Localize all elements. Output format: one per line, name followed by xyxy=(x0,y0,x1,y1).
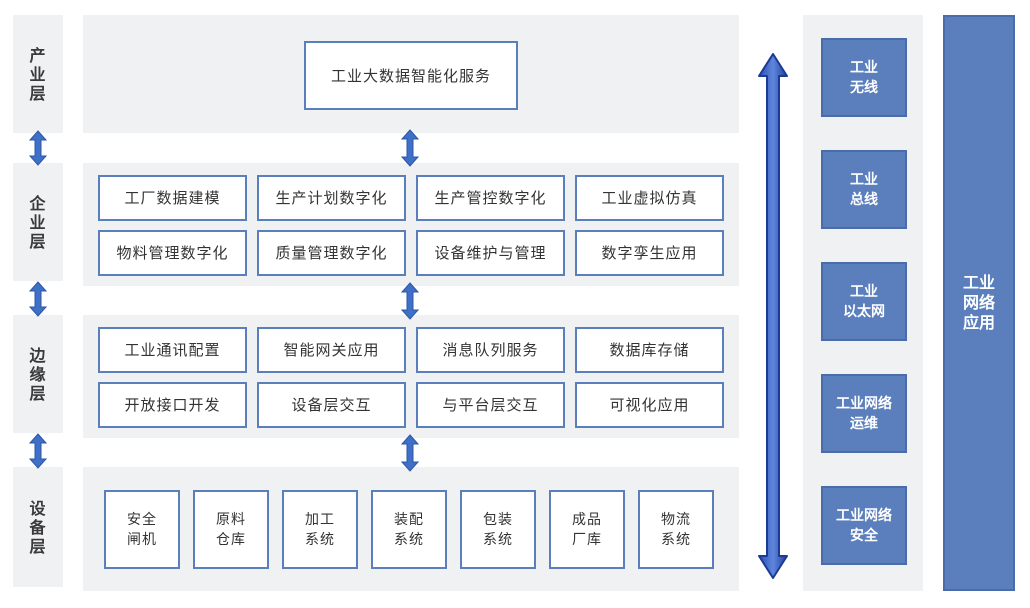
edge-item-label: 消息队列服务 xyxy=(442,341,539,359)
device-item: 加工 系统 xyxy=(282,490,358,569)
enterprise-item: 质量管理数字化 xyxy=(257,230,406,276)
device-item: 成品 厂库 xyxy=(549,490,625,569)
device-item: 原料 仓库 xyxy=(193,490,269,569)
enterprise-item-label: 工厂数据建模 xyxy=(124,189,221,207)
network-item-label: 工业 以太网 xyxy=(843,283,885,320)
layer-arrow-icon xyxy=(28,130,48,166)
enterprise-item: 物料管理数字化 xyxy=(98,230,247,276)
enterprise-item-label: 生产管控数字化 xyxy=(434,189,547,207)
edge-item: 与平台层交互 xyxy=(416,382,565,428)
device-item: 安全 闸机 xyxy=(104,490,180,569)
enterprise-item: 设备维护与管理 xyxy=(416,230,565,276)
device-item-label: 成品 厂库 xyxy=(572,511,602,548)
enterprise-item: 生产管控数字化 xyxy=(416,175,565,221)
edge-item-label: 可视化应用 xyxy=(609,396,690,414)
device-item: 包装 系统 xyxy=(460,490,536,569)
enterprise-item: 生产计划数字化 xyxy=(257,175,406,221)
layer-label-text: 边 缘 层 xyxy=(29,345,47,403)
edge-item: 消息队列服务 xyxy=(416,327,565,373)
network-item: 工业 总线 xyxy=(821,150,907,229)
enterprise-item-label: 物料管理数字化 xyxy=(116,244,229,262)
device-item-label: 物流 系统 xyxy=(661,511,691,548)
edge-item: 智能网关应用 xyxy=(257,327,406,373)
network-item: 工业网络 运维 xyxy=(821,374,907,453)
device-item-label: 原料 仓库 xyxy=(216,511,246,548)
device-item: 物流 系统 xyxy=(638,490,714,569)
network-application-column: 工业 网络 应用 xyxy=(943,15,1015,591)
layer-label-text: 设 备 层 xyxy=(29,498,47,556)
network-application-label: 工业 网络 应用 xyxy=(962,273,995,332)
edge-item: 数据库存储 xyxy=(575,327,724,373)
layer-label-text: 产 业 层 xyxy=(29,45,47,103)
band-arrow-icon xyxy=(400,129,420,167)
device-item-label: 加工 系统 xyxy=(305,511,335,548)
layer-label-edge: 边 缘 层 xyxy=(13,315,63,433)
network-item-label: 工业 无线 xyxy=(850,59,878,96)
edge-item-label: 智能网关应用 xyxy=(283,341,380,359)
edge-item: 设备层交互 xyxy=(257,382,406,428)
device-item: 装配 系统 xyxy=(371,490,447,569)
service-label: 工业大数据智能化服务 xyxy=(330,66,491,85)
network-item-label: 工业网络 安全 xyxy=(836,507,892,544)
layer-label-enterprise: 企 业 层 xyxy=(13,163,63,281)
device-item-label: 装配 系统 xyxy=(394,511,424,548)
enterprise-item-label: 工业虚拟仿真 xyxy=(601,189,698,207)
enterprise-item-label: 质量管理数字化 xyxy=(275,244,388,262)
band-arrow-icon xyxy=(400,282,420,320)
layer-label-device: 设 备 层 xyxy=(13,467,63,587)
edge-item-label: 设备层交互 xyxy=(291,396,372,414)
band-arrow-icon xyxy=(400,434,420,472)
edge-item: 可视化应用 xyxy=(575,382,724,428)
enterprise-item-label: 生产计划数字化 xyxy=(275,189,388,207)
layer-label-industry: 产 业 层 xyxy=(13,15,63,133)
enterprise-item: 数字孪生应用 xyxy=(575,230,724,276)
layer-label-text: 企 业 层 xyxy=(29,193,47,251)
network-item-label: 工业网络 运维 xyxy=(836,395,892,432)
layer-arrow-icon xyxy=(28,433,48,469)
edge-item: 开放接口开发 xyxy=(98,382,247,428)
network-item-label: 工业 总线 xyxy=(850,171,878,208)
edge-item-label: 开放接口开发 xyxy=(124,396,221,414)
edge-item-label: 与平台层交互 xyxy=(442,396,539,414)
enterprise-item: 工厂数据建模 xyxy=(98,175,247,221)
service-box: 工业大数据智能化服务 xyxy=(304,41,518,110)
enterprise-item-label: 设备维护与管理 xyxy=(434,244,547,262)
device-item-label: 安全 闸机 xyxy=(127,511,157,548)
layer-arrow-icon xyxy=(28,281,48,317)
network-item: 工业网络 安全 xyxy=(821,486,907,565)
device-item-label: 包装 系统 xyxy=(483,511,513,548)
network-item: 工业 无线 xyxy=(821,38,907,117)
vertical-double-arrow-icon xyxy=(758,53,788,579)
enterprise-item: 工业虚拟仿真 xyxy=(575,175,724,221)
edge-item-label: 工业通讯配置 xyxy=(124,341,221,359)
edge-item-label: 数据库存储 xyxy=(609,341,690,359)
enterprise-item-label: 数字孪生应用 xyxy=(601,244,698,262)
network-item: 工业 以太网 xyxy=(821,262,907,341)
edge-item: 工业通讯配置 xyxy=(98,327,247,373)
